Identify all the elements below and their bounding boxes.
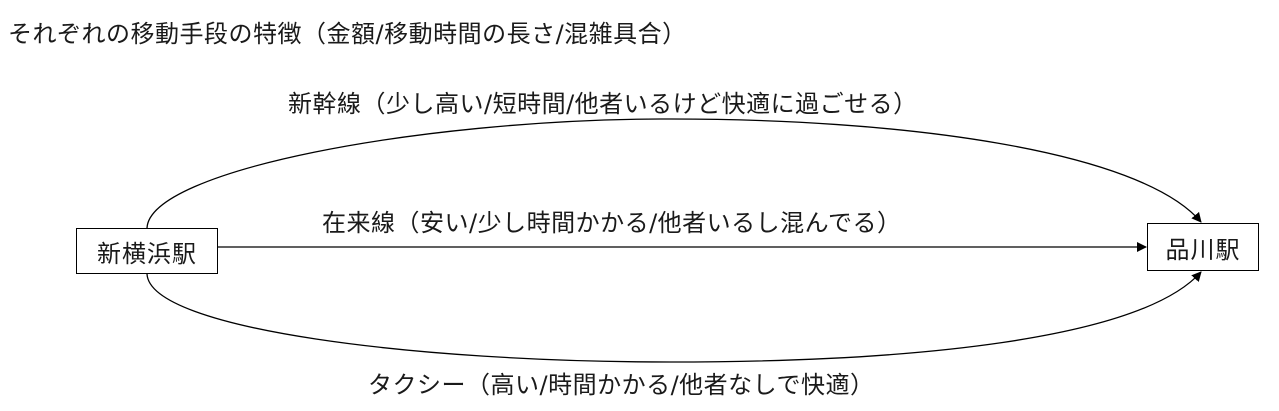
edge-taxi-arrow <box>146 271 1202 363</box>
edge-label-shinkansen: 新幹線（少し高い/短時間/他者いるけど快適に過ごせる） <box>288 90 918 118</box>
node-label-origin: 新横浜駅 <box>97 239 197 268</box>
node-shin-yokohama-station: 新横浜駅 <box>76 228 218 274</box>
edge-shinkansen-arrow <box>146 118 1202 229</box>
node-shinagawa-station: 品川駅 <box>1147 223 1259 271</box>
node-label-destination: 品川駅 <box>1165 235 1241 264</box>
edge-label-taxi: タクシー（高い/時間かかる/他者なしで快適） <box>368 371 875 399</box>
diagram-title: それぞれの移動手段の特徴（金額/移動時間の長さ/混雑具合） <box>8 20 687 48</box>
edge-label-zairaisen: 在来線（安い/少し時間かかる/他者いるし混んでる） <box>322 209 902 237</box>
